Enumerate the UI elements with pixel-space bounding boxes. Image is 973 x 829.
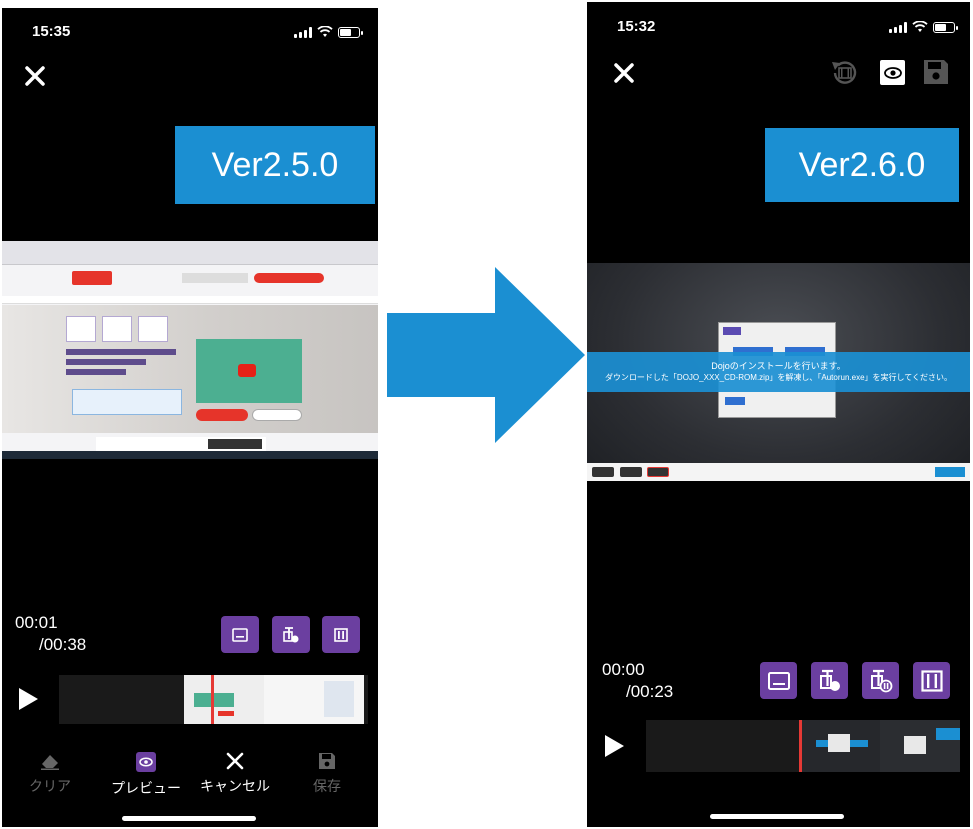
subtitle-button[interactable]	[221, 616, 259, 653]
subtitle-icon	[767, 671, 790, 690]
video-preview: Dojoのインストールを行います。 ダウンロードした「DOJO_XXX_CD-R…	[587, 263, 970, 481]
preview-label: プレビュー	[111, 780, 181, 796]
phone-screen-new-version: 15:32 Ver2.6.0	[587, 2, 970, 827]
status-time: 15:32	[617, 18, 656, 35]
preview-button[interactable]: プレビュー	[106, 752, 186, 798]
close-icon	[226, 752, 244, 770]
status-icons	[294, 26, 363, 38]
text-pause-button[interactable]	[862, 662, 899, 699]
site-logo	[72, 271, 112, 285]
timeline-track[interactable]	[59, 675, 368, 724]
cancel-label: キャンセル	[200, 778, 270, 794]
wifi-icon	[912, 21, 928, 32]
home-indicator	[122, 816, 256, 821]
clear-button[interactable]: クリア	[25, 754, 75, 796]
frame-button[interactable]	[913, 662, 950, 699]
site-footer-button	[208, 439, 262, 449]
text-pause-icon	[870, 669, 892, 692]
close-icon[interactable]	[24, 65, 46, 87]
version-badge: Ver2.6.0	[765, 128, 959, 202]
playback-time: 00:00 /00:23	[602, 659, 673, 703]
total-duration: /00:23	[626, 682, 674, 701]
play-button[interactable]	[605, 735, 624, 757]
youtube-icon	[238, 364, 256, 377]
site-header-button	[254, 273, 324, 283]
frame-icon	[334, 627, 348, 642]
caption-line-2: ダウンロードした「DOJO_XXX_CD-ROM.zip」を解凍し、「Autor…	[604, 373, 953, 382]
site-card	[102, 316, 132, 342]
site-headline	[66, 369, 126, 375]
text-pointer-icon	[819, 669, 840, 691]
windows-taskbar	[2, 451, 378, 459]
eye-icon	[883, 66, 902, 79]
current-time: 00:00	[602, 660, 645, 679]
save-icon	[319, 753, 335, 769]
site-card	[66, 316, 96, 342]
dojo-logo	[723, 327, 741, 335]
play-button[interactable]	[19, 688, 38, 710]
battery-icon	[338, 26, 363, 38]
eraser-icon	[41, 755, 59, 770]
total-duration: /00:38	[39, 635, 87, 654]
timeline-track[interactable]	[646, 720, 960, 772]
cellular-signal-icon	[294, 26, 312, 38]
status-icons	[889, 21, 958, 33]
timeline-thumbnail	[184, 675, 264, 724]
subtitle-button[interactable]	[760, 662, 797, 699]
frame-icon	[920, 669, 943, 692]
site-card	[138, 316, 168, 342]
site-nav	[2, 296, 378, 304]
site-hero	[2, 305, 378, 433]
playback-time: 00:01 /00:38	[15, 612, 86, 656]
clear-label: クリア	[29, 778, 71, 794]
site-headline	[66, 359, 146, 365]
site-cta-button	[252, 409, 302, 421]
close-icon[interactable]	[613, 62, 635, 84]
cellular-signal-icon	[889, 21, 907, 33]
playhead[interactable]	[799, 720, 802, 772]
playhead[interactable]	[211, 675, 214, 724]
timeline-thumbnail	[880, 720, 960, 772]
video-preview	[2, 241, 378, 459]
timeline-thumbnail	[802, 720, 880, 772]
site-headline	[66, 349, 176, 355]
save-button[interactable]: 保存	[302, 752, 352, 796]
cancel-button[interactable]: キャンセル	[195, 752, 275, 796]
site-header-button	[182, 273, 248, 283]
version-badge: Ver2.5.0	[175, 126, 375, 204]
text-cursor-button[interactable]	[272, 616, 310, 653]
revert-icon[interactable]	[829, 58, 859, 88]
current-time: 00:01	[15, 613, 58, 632]
battery-icon	[933, 21, 958, 33]
text-cursor-button[interactable]	[811, 662, 848, 699]
timeline-thumbnail	[264, 675, 364, 724]
frame-button[interactable]	[322, 616, 360, 653]
wifi-icon	[317, 26, 333, 37]
video-control-strip	[587, 463, 970, 481]
preview-button[interactable]	[880, 60, 905, 85]
status-time: 15:35	[32, 23, 71, 40]
right-arrow-icon	[387, 267, 585, 443]
caption-line-1: Dojoのインストールを行います。	[711, 361, 846, 371]
save-label: 保存	[313, 778, 341, 794]
home-indicator	[710, 814, 844, 819]
text-pointer-icon	[283, 626, 299, 642]
subtitle-icon	[232, 627, 248, 642]
eye-icon	[136, 752, 156, 772]
save-icon[interactable]	[923, 59, 949, 85]
browser-toolbar	[2, 241, 378, 265]
phone-screen-old-version: 15:35 Ver2.5.0 00:01	[2, 8, 378, 827]
site-banner	[72, 389, 182, 415]
caption-bar: Dojoのインストールを行います。 ダウンロードした「DOJO_XXX_CD-R…	[587, 352, 970, 392]
site-cta-button	[196, 409, 248, 421]
